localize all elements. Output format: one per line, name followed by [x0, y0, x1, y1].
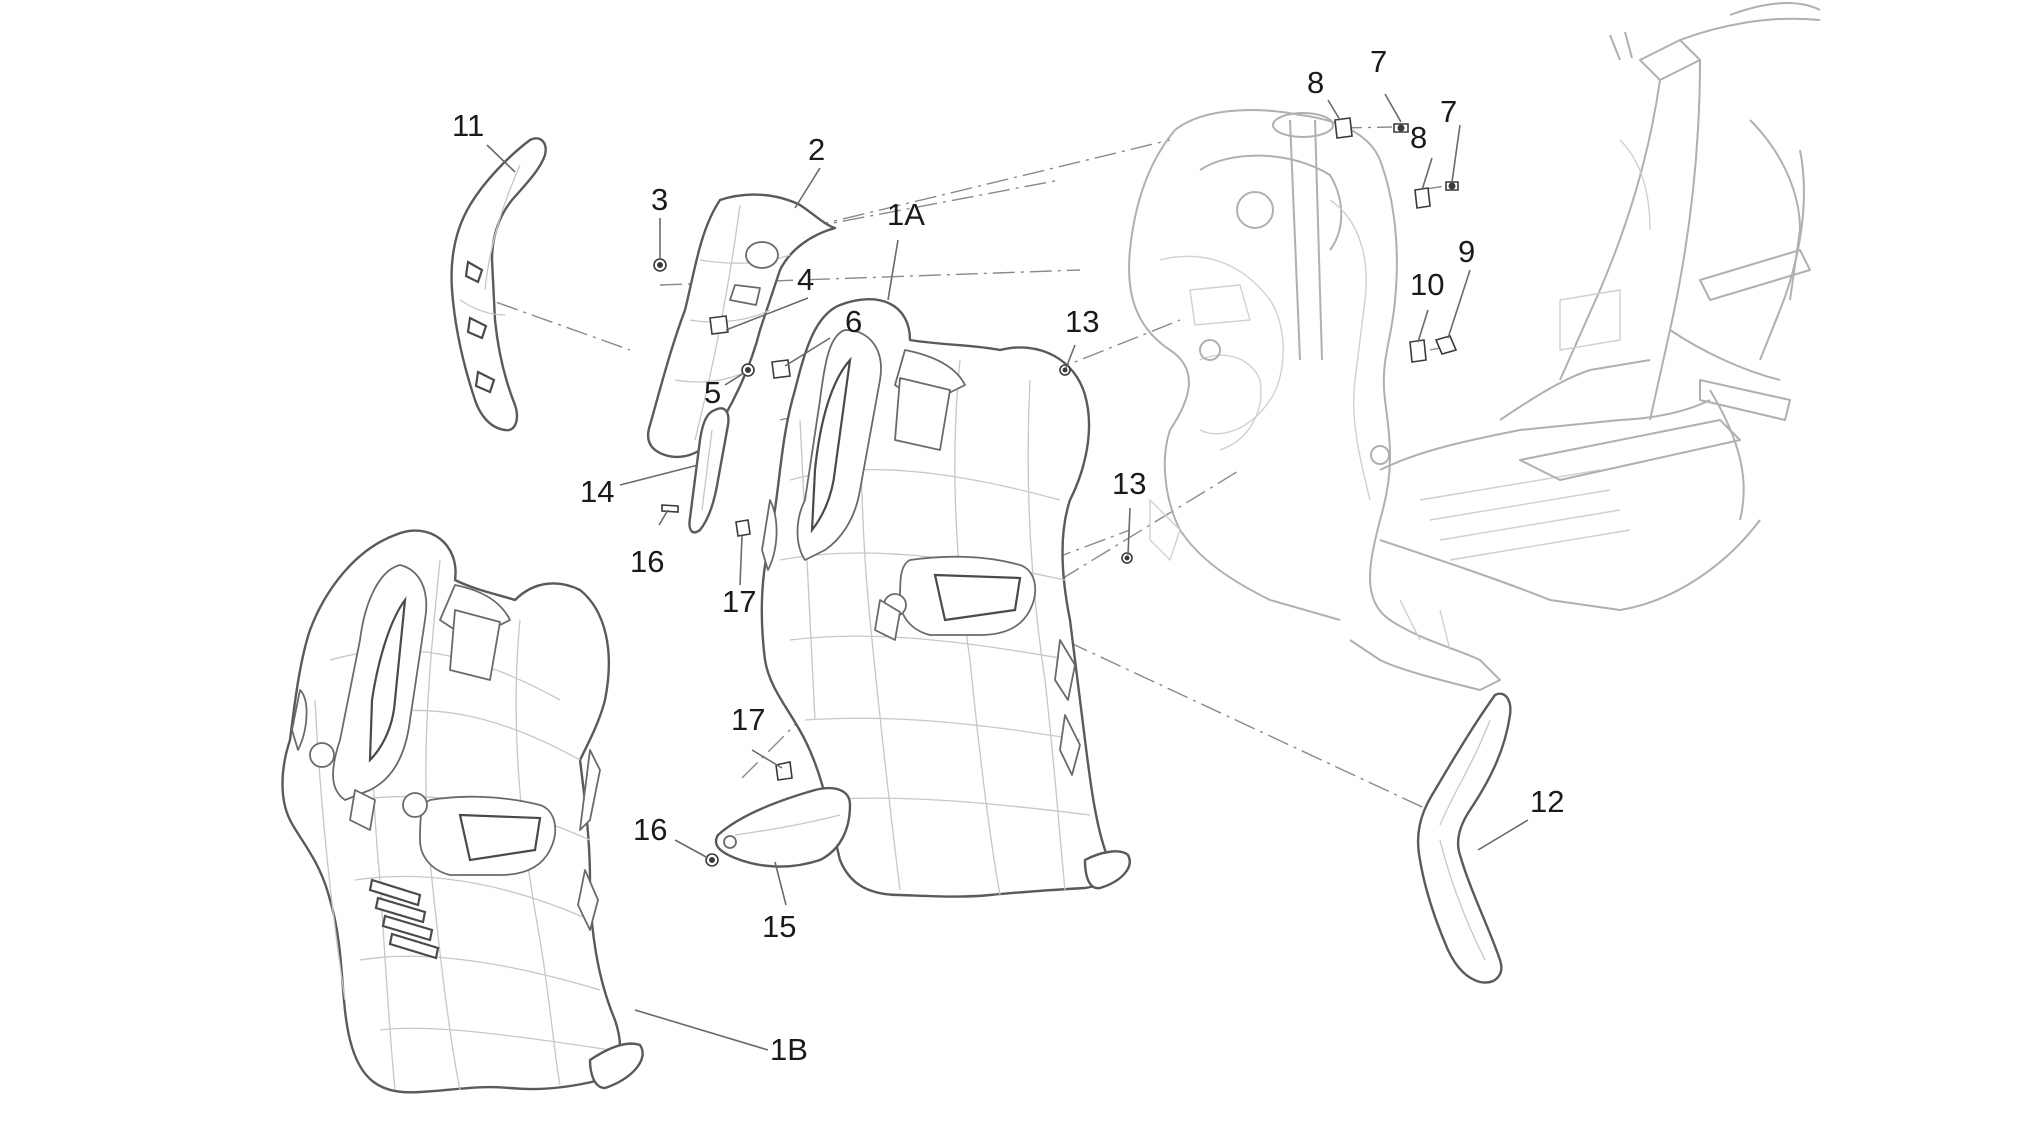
part-12-right-trim — [1416, 692, 1512, 984]
callout-8-upper: 8 — [1307, 65, 1324, 100]
callout-7-upper: 7 — [1370, 44, 1387, 79]
callout-9: 9 — [1458, 234, 1475, 269]
callout-12: 12 — [1530, 784, 1564, 819]
callout-2: 2 — [808, 132, 825, 167]
callout-1b: 1B — [770, 1032, 808, 1067]
part-1b-front-shield — [281, 529, 644, 1094]
callout-3: 3 — [651, 182, 668, 217]
callout-7-lower: 7 — [1440, 94, 1457, 129]
part-11-left-trim — [450, 137, 547, 432]
callout-5: 5 — [704, 375, 721, 410]
scooter-frame — [1128, 2, 1821, 691]
callout-4: 4 — [797, 262, 814, 297]
leader-lines — [486, 93, 1529, 1051]
callout-16-upper: 16 — [630, 544, 664, 579]
callout-10: 10 — [1410, 267, 1444, 302]
callout-14: 14 — [580, 474, 614, 509]
callout-16-lower: 16 — [633, 812, 667, 847]
part-1a-front-shield — [760, 298, 1131, 898]
callout-17-lower: 17 — [731, 702, 765, 737]
callout-11: 11 — [452, 108, 484, 143]
callout-15: 15 — [762, 909, 796, 944]
callout-6: 6 — [845, 304, 862, 339]
callout-labels: 11 2 3 1A 4 6 5 13 14 16 17 13 8 7 7 8 9… — [452, 44, 1564, 1067]
callout-8-lower: 8 — [1410, 120, 1427, 155]
callout-13-lower: 13 — [1112, 466, 1146, 501]
part-14-side-cover — [688, 407, 730, 534]
part-15-lower-cover — [714, 786, 852, 868]
callout-17-upper: 17 — [722, 584, 756, 619]
callout-1a: 1A — [887, 197, 925, 232]
fasteners — [653, 117, 1459, 867]
callout-13-upper: 13 — [1065, 304, 1099, 339]
